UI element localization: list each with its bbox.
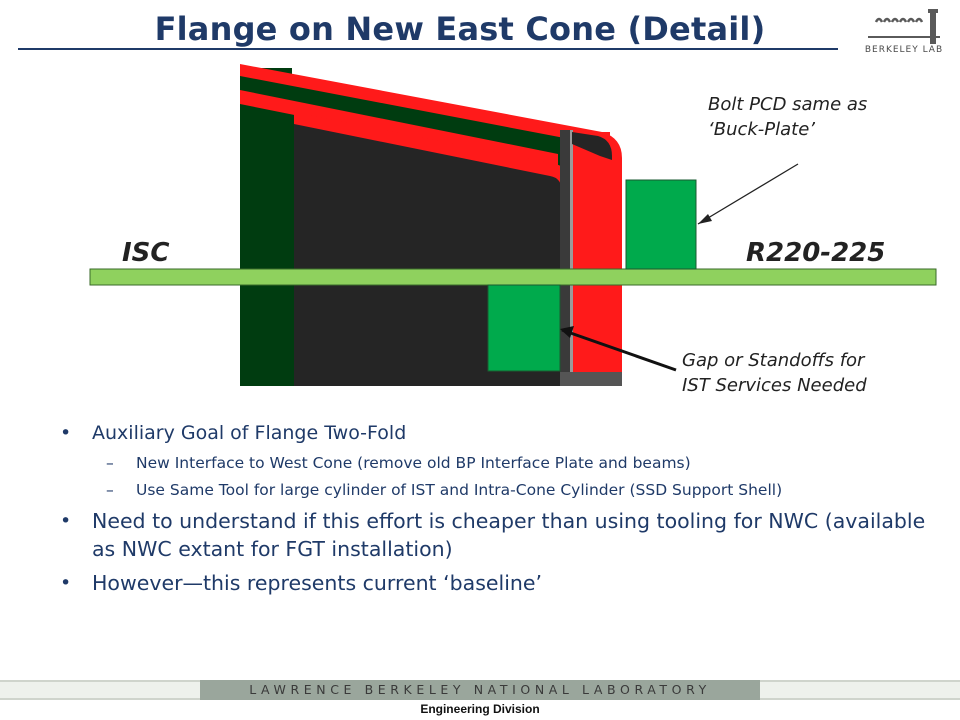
bolt-flange-block [625,179,697,270]
radius-label: R220-225 [746,238,886,268]
logo-icon: BERKELEY LAB [865,9,943,55]
bolt-note: Bolt PCD same as ‘Buck-Plate’ [708,92,867,142]
bullet-text: However—this represents current ‘baselin… [92,571,543,595]
gap-leader-line [561,328,677,372]
gap-note-line-1: Gap or Standoffs for [682,350,865,371]
bullet-text: Need to understand if this effort is che… [92,509,926,561]
cone-corner [572,132,612,160]
bullet-item: • However—this represents current ‘basel… [56,569,936,597]
bottom-strip [560,372,622,386]
footer-lab-name: LAWRENCE BERKELEY NATIONAL LABORATORY [200,680,760,700]
lower-flange-block [487,284,561,372]
berkeley-lab-logo: BERKELEY LAB [862,6,948,60]
bullet-item: • Need to understand if this effort is c… [56,507,936,563]
dash-icon: – [106,454,114,472]
bullet-text: Auxiliary Goal of Flange Two-Fold [92,422,407,444]
flange-gray-edge [560,130,572,386]
sub-bullet-text: Use Same Tool for large cylinder of IST … [136,481,783,499]
bolt-leader-line [697,163,799,225]
flange-diagram [89,64,937,386]
bolt-arrow-head [698,214,712,224]
sub-bullet-item: – Use Same Tool for large cylinder of IS… [56,479,936,501]
bullet-list: • Auxiliary Goal of Flange Two-Fold – Ne… [56,420,936,603]
gap-note-line-2: IST Services Needed [682,375,867,396]
footer-division: Engineering Division [420,702,540,716]
gap-arrow-head [560,326,574,338]
page-title: Flange on New East Cone (Detail) [154,10,766,48]
flange-gray-line [570,130,573,386]
bullet-item: • Auxiliary Goal of Flange Two-Fold [56,420,936,446]
gap-note: Gap or Standoffs for IST Services Needed [682,348,867,398]
cone-wall [240,68,292,386]
middle-red-layer [240,90,558,168]
sub-bullet-item: – New Interface to West Cone (remove old… [56,452,936,474]
title-underline [18,48,838,50]
isc-label: ISC [122,238,170,268]
flange-red-bar [572,132,610,386]
logo-text: BERKELEY LAB [865,45,943,55]
bolt-note-line-1: Bolt PCD same as [708,94,868,115]
bullet-dot-icon: • [60,572,72,594]
buck-plate [89,268,937,286]
bolt-note-line-2: ‘Buck-Plate’ [708,119,816,140]
dash-icon: – [106,481,114,499]
bullet-dot-icon: • [60,422,72,444]
sub-bullet-text: New Interface to West Cone (remove old B… [136,454,691,472]
bullet-dot-icon: • [60,510,72,532]
